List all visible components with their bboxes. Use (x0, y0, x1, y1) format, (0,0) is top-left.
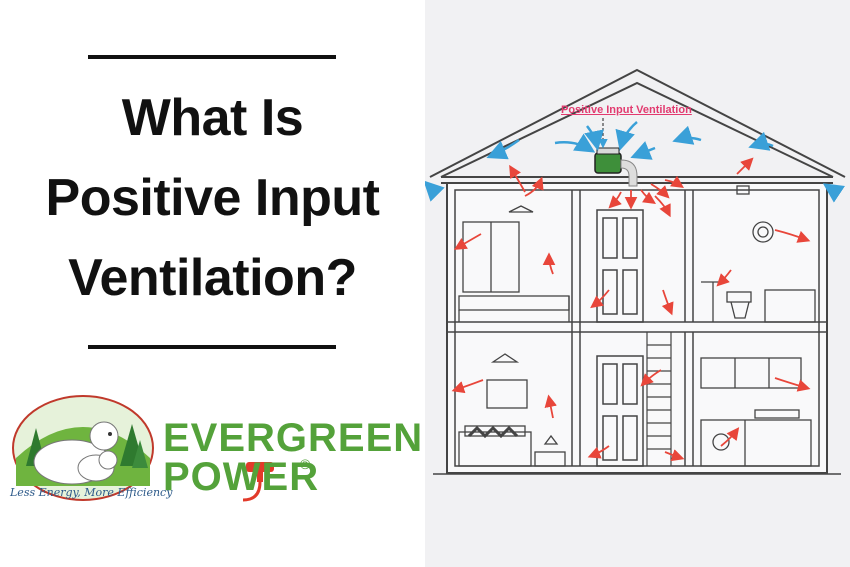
loft-air-arrows (425, 121, 846, 203)
title-bottom-rule (88, 345, 336, 349)
bathroom (701, 185, 816, 323)
title-line-3: Ventilation? (68, 249, 357, 307)
ceiling-lamp-upper (508, 205, 534, 213)
brand-tagline: Less Energy, More Efficiency (10, 486, 173, 499)
distributed-air-arrows (451, 157, 811, 462)
piv-unit-icon (594, 147, 638, 187)
upper-door (596, 209, 644, 323)
title-line-2: Positive Input (45, 169, 380, 227)
brand-name-line-2: POWER (163, 455, 320, 499)
living-room (458, 353, 566, 467)
house-diagram (425, 68, 846, 475)
bear-logo-icon (12, 395, 274, 502)
roof-outline (429, 68, 846, 178)
kitchen (700, 357, 812, 467)
brand-name-line-1: EVERGREEN (163, 416, 424, 460)
page-title: What Is Positive Input Ventilation? (0, 78, 425, 318)
title-line-1: What Is (121, 89, 304, 147)
lower-door (596, 355, 644, 467)
registered-mark: ® (300, 456, 311, 472)
title-top-rule (88, 55, 336, 59)
piv-unit-label: Positive Input Ventilation (561, 104, 692, 116)
